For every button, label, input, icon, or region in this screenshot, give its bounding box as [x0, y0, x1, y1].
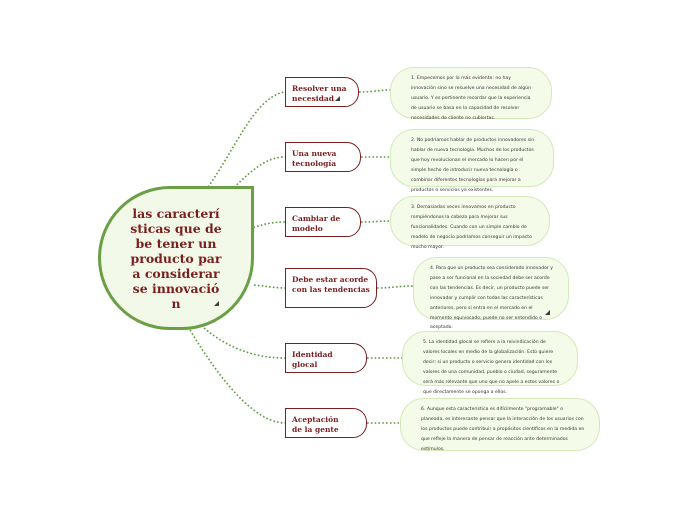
- topic-label: Aceptación de la gente: [292, 415, 339, 434]
- central-topic-label: las características que debe tener un pr…: [130, 205, 222, 311]
- topic-identidad-glocal[interactable]: Identidad glocal: [285, 343, 367, 373]
- note-text: 2. No podríamos hablar de productos inno…: [411, 138, 535, 193]
- note-text: 6. Aunque esta característica es difícil…: [421, 407, 585, 452]
- note-card[interactable]: 4. Para que un producto sea considerado …: [413, 257, 569, 330]
- note-text: 3. Demasiadas veces innovamos en product…: [411, 205, 532, 250]
- note-text: 5. La identidad glocal se refiere a la r…: [423, 340, 560, 395]
- expand-triangle-icon[interactable]: [335, 96, 340, 101]
- topic-aceptacion-gente[interactable]: Aceptación de la gente: [285, 408, 367, 438]
- note-text: 1. Empecemos por lo más evidente: no hay…: [411, 76, 531, 121]
- topic-label: Debe estar acorde con las tendencias: [292, 275, 370, 294]
- topic-label: Resolver una necesidad: [292, 84, 347, 103]
- topic-nueva-tecnologia[interactable]: Una nueva tecnología: [285, 142, 361, 172]
- topic-label: Cambiar de modelo: [292, 214, 341, 233]
- expand-triangle-icon[interactable]: [214, 301, 219, 306]
- note-card[interactable]: 5. La identidad glocal se refiere a la r…: [402, 331, 578, 395]
- note-text: 4. Para que un producto sea considerado …: [430, 266, 554, 331]
- topic-cambiar-modelo[interactable]: Cambiar de modelo: [285, 207, 361, 237]
- topic-label: Una nueva tecnología: [292, 149, 337, 168]
- note-card[interactable]: 2. No podríamos hablar de productos inno…: [390, 129, 554, 193]
- topic-tendencias[interactable]: Debe estar acorde con las tendencias: [285, 268, 377, 308]
- expand-triangle-icon[interactable]: [545, 310, 550, 315]
- topic-label: Identidad glocal: [292, 350, 333, 369]
- central-topic[interactable]: las características que debe tener un pr…: [98, 186, 254, 330]
- topic-resolver-necesidad[interactable]: Resolver una necesidad: [285, 77, 359, 107]
- note-card[interactable]: 6. Aunque esta característica es difícil…: [400, 398, 600, 452]
- note-card[interactable]: 3. Demasiadas veces innovamos en product…: [390, 196, 550, 250]
- note-card[interactable]: 1. Empecemos por lo más evidente: no hay…: [390, 67, 552, 121]
